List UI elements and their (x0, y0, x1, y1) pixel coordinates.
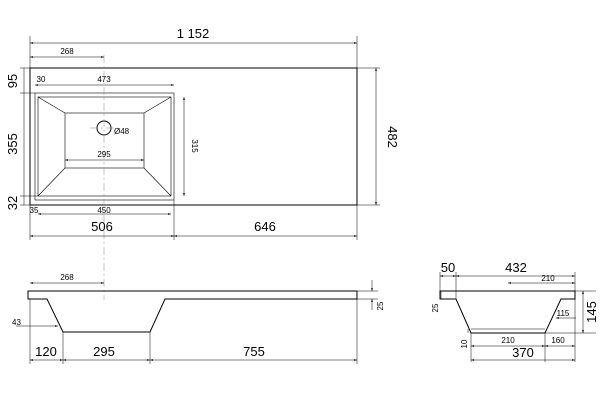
side-profile (439, 290, 576, 334)
dim-bowl-bottom-width: 295 (97, 150, 111, 159)
dim-front-shelf-length: 755 (243, 344, 265, 359)
dim-bowl-zone-width: 506 (91, 219, 113, 234)
dim-front-angle: 43 (12, 318, 21, 327)
front-profile (27, 290, 358, 333)
dim-front-drain-offset: 268 (60, 273, 74, 282)
plan-view: 1 152 268 30 473 Ø48 295 315 35 450 95 3… (5, 26, 400, 300)
dim-bowl-inner-depth: 315 (190, 139, 199, 153)
dim-side-bottom-thickness: 10 (460, 339, 469, 348)
dim-margin-bottom-left: 35 (30, 206, 39, 215)
dim-side-bowl-bottom-back: 160 (551, 336, 565, 345)
bowl-rim (37, 96, 172, 197)
dim-drain-offset-top: 268 (60, 47, 74, 56)
dim-side-front-edge: 50 (441, 260, 455, 275)
dim-side-height: 145 (584, 301, 599, 323)
dim-front-bowl-bottom: 295 (93, 344, 115, 359)
dim-back-margin: 95 (5, 74, 20, 88)
dim-side-bowl-top-depth: 432 (505, 260, 527, 275)
dim-front-margin: 32 (5, 196, 20, 210)
bowl-floor (64, 112, 145, 169)
countertop-outline (29, 67, 358, 206)
dim-front-left-margin: 120 (35, 344, 57, 359)
dim-side-bowl-bottom-front: 210 (501, 336, 515, 345)
dim-side-bowl-bottom-height: 115 (557, 309, 570, 318)
bowl-outer-rim (34, 92, 175, 201)
dim-bowl-depth: 355 (5, 133, 20, 155)
dim-side-lip-thickness: 25 (431, 303, 440, 312)
dim-bowl-bottom-outer: 450 (97, 206, 111, 215)
dim-side-drain-back: 210 (541, 274, 555, 283)
side-view: 50 432 210 25 145 115 10 210 160 370 (431, 260, 599, 362)
label-drain-hole: Ø48 (114, 127, 130, 136)
dim-front-thickness: 25 (376, 301, 385, 310)
dim-shelf-width: 646 (254, 219, 276, 234)
dim-overall-length: 1 152 (177, 26, 210, 41)
dim-side-overall-depth: 370 (512, 345, 534, 360)
dim-overall-depth: 482 (385, 126, 400, 148)
dim-bowl-offset-left: 30 (37, 75, 46, 84)
dim-bowl-top-width: 473 (97, 75, 111, 84)
front-view: 268 43 25 120 295 755 (12, 273, 385, 364)
